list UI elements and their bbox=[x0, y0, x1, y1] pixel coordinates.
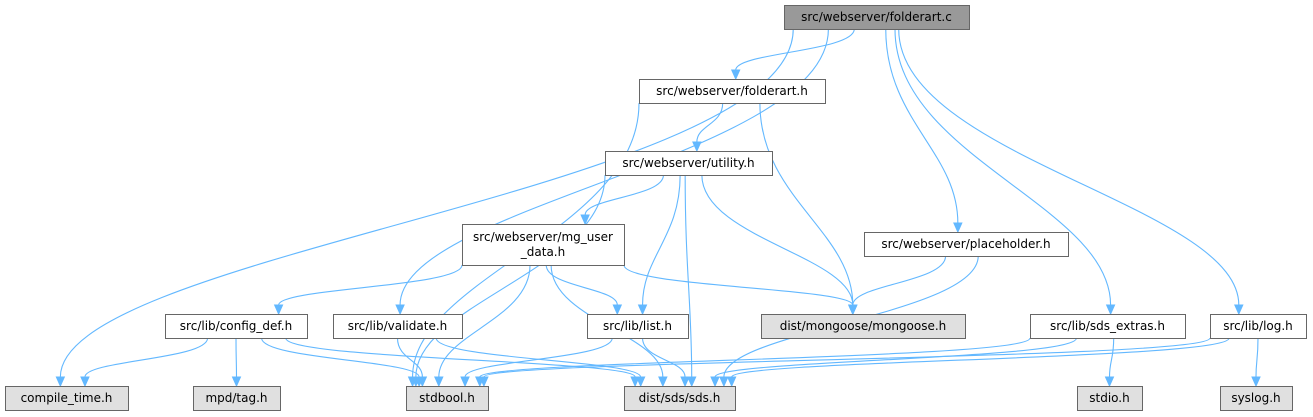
node-label: src/webserver/folderart.h bbox=[656, 84, 808, 98]
node-label: src/webserver/utility.h bbox=[622, 156, 754, 170]
node-config-def-h[interactable]: src/lib/config_def.h bbox=[165, 314, 308, 339]
node-label: src/webserver/mg_user bbox=[473, 230, 613, 244]
node-tag-h: mpd/tag.h bbox=[193, 386, 281, 411]
edge-utility-h-to-mongoose-h bbox=[701, 174, 858, 316]
edge-utility-h-to-mg-user-data-h bbox=[580, 174, 664, 226]
edge-folderart-c-to-validate-h bbox=[395, 28, 829, 316]
node-sds-h: dist/sds/sds.h bbox=[624, 386, 736, 411]
edge-config-def-h-to-sds-h bbox=[285, 337, 640, 388]
edge-folderart-c-to-sds-extras-h bbox=[894, 28, 1116, 316]
node-label: compile_time.h bbox=[21, 391, 113, 405]
node-compile-time-h: compile_time.h bbox=[5, 386, 129, 411]
nodes-layer: src/webserver/folderart.c src/webserver/f… bbox=[5, 5, 1307, 411]
node-label: mpd/tag.h bbox=[205, 391, 267, 405]
node-label: _data.h bbox=[520, 245, 565, 259]
edge-mg-user-data-h-to-list-h bbox=[545, 264, 623, 316]
edge-utility-h-to-stdbool-h bbox=[411, 174, 606, 388]
edge-mg-user-data-h-to-config-def-h bbox=[273, 264, 463, 316]
node-sds-extras-h[interactable]: src/lib/sds_extras.h bbox=[1030, 314, 1186, 339]
node-validate-h[interactable]: src/lib/validate.h bbox=[333, 314, 463, 339]
edge-mg-user-data-h-to-mongoose-h bbox=[623, 264, 858, 316]
node-stdio-h: stdio.h bbox=[1077, 386, 1143, 411]
node-label: dist/mongoose/mongoose.h bbox=[780, 319, 947, 333]
node-folderart-h[interactable]: src/webserver/folderart.h bbox=[639, 79, 826, 104]
edge-list-h-to-sds-h bbox=[642, 337, 690, 388]
edge-config-def-h-to-compile-time-h bbox=[80, 337, 209, 388]
edge-folderart-c-to-placeholder-h bbox=[885, 28, 963, 234]
node-list-h[interactable]: src/lib/list.h bbox=[587, 314, 689, 339]
edge-sds-extras-h-to-sds-h bbox=[710, 337, 1078, 388]
node-label: src/webserver/folderart.c bbox=[801, 10, 952, 24]
node-stdbool-h: stdbool.h bbox=[406, 386, 489, 411]
node-folderart-c[interactable]: src/webserver/folderart.c bbox=[784, 5, 970, 30]
edge-utility-h-to-list-h bbox=[637, 174, 681, 316]
edge-log-h-to-syslog-h bbox=[1251, 337, 1261, 388]
node-label: src/lib/validate.h bbox=[348, 319, 448, 333]
node-label: stdio.h bbox=[1089, 391, 1129, 405]
edge-mg-user-data-h-to-stdbool-h bbox=[434, 264, 531, 388]
edge-placeholder-h-to-mongoose-h bbox=[848, 255, 947, 316]
node-placeholder-h[interactable]: src/webserver/placeholder.h bbox=[864, 232, 1069, 257]
edge-utility-h-to-sds-h bbox=[684, 174, 697, 388]
edge-folderart-c-to-log-h bbox=[898, 28, 1244, 316]
edge-list-h-to-stdbool-h bbox=[460, 337, 613, 388]
node-syslog-h: syslog.h bbox=[1220, 386, 1293, 411]
node-label: dist/sds/sds.h bbox=[639, 391, 721, 405]
edge-log-h-to-sds-h bbox=[726, 337, 1230, 388]
edge-config-def-h-to-tag-h bbox=[231, 337, 242, 388]
node-mongoose-h: dist/mongoose/mongoose.h bbox=[761, 314, 966, 339]
node-label: src/lib/log.h bbox=[1223, 319, 1293, 333]
node-label: stdbool.h bbox=[419, 391, 475, 405]
node-label: src/lib/config_def.h bbox=[180, 319, 292, 333]
node-label: syslog.h bbox=[1231, 391, 1280, 405]
edge-folderart-h-to-utility-h bbox=[692, 102, 724, 153]
node-label: src/lib/sds_extras.h bbox=[1050, 319, 1165, 333]
edge-sds-extras-h-to-stdio-h bbox=[1104, 337, 1115, 388]
node-label: src/lib/list.h bbox=[603, 319, 672, 333]
node-log-h[interactable]: src/lib/log.h bbox=[1210, 314, 1307, 339]
node-label: src/webserver/placeholder.h bbox=[881, 237, 1050, 251]
edge-validate-h-to-stdbool-h bbox=[396, 337, 428, 388]
edge-folderart-c-to-folderart-h bbox=[730, 28, 855, 81]
edge-folderart-h-to-mongoose-h bbox=[759, 102, 858, 316]
edge-log-h-to-stdbool-h bbox=[479, 337, 1211, 388]
node-utility-h[interactable]: src/webserver/utility.h bbox=[605, 151, 773, 176]
node-mg-user-data-h[interactable]: src/webserver/mg_user_data.h bbox=[462, 224, 625, 266]
